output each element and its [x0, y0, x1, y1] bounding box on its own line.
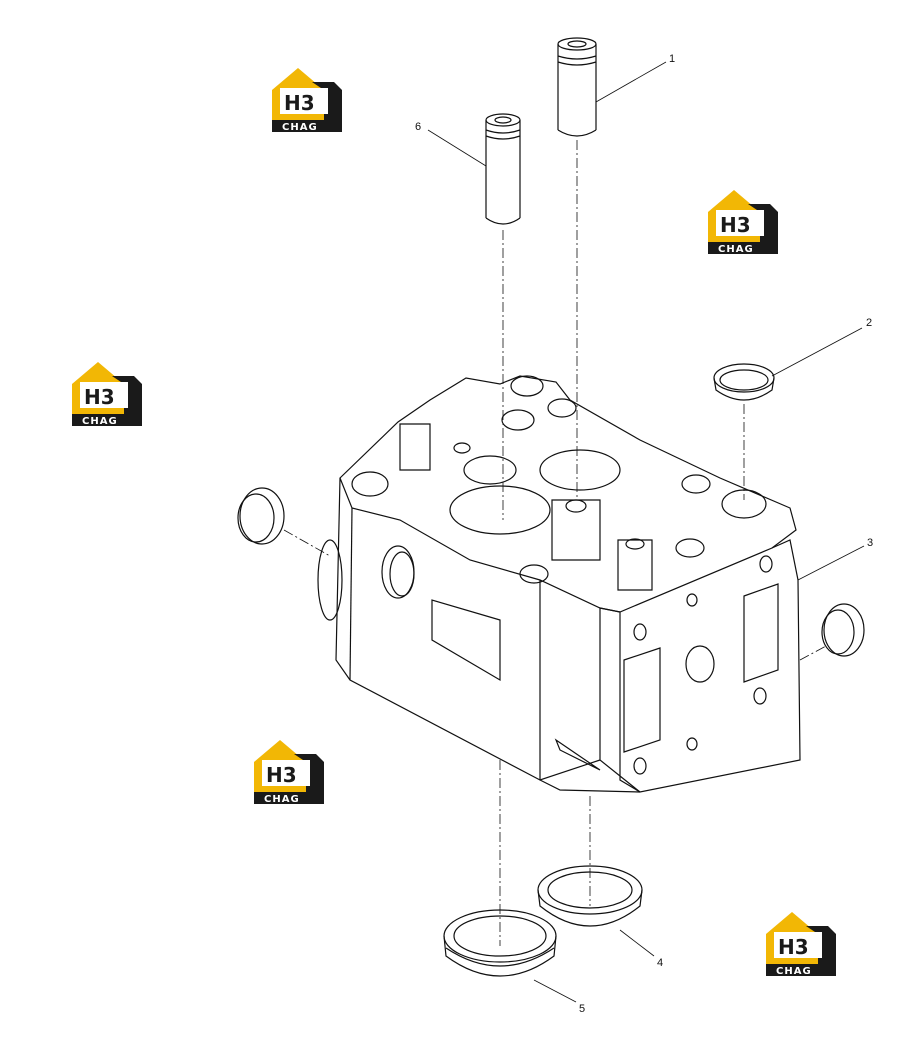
- callout-2: 2: [866, 317, 872, 329]
- part-1-valve-guide: [557, 37, 597, 137]
- leader-lines: [427, 61, 865, 1003]
- callout-1: 1: [669, 53, 675, 65]
- callout-3: 3: [867, 537, 873, 549]
- callout-4: 4: [657, 957, 663, 969]
- part-2-expansion-plug: [713, 363, 775, 401]
- watermark-logo: [708, 190, 778, 255]
- part-6-valve-guide: [485, 113, 521, 225]
- side-plug-left: [237, 487, 285, 545]
- side-plug-right: [821, 603, 865, 657]
- watermark-logo: [766, 912, 836, 977]
- callout-6: 6: [415, 121, 421, 133]
- callout-5: 5: [579, 1003, 585, 1015]
- watermark-logo: [254, 740, 324, 805]
- watermark-logo: [72, 362, 142, 427]
- part-3-cylinder-head: [317, 375, 801, 793]
- watermark-logo: [272, 68, 342, 133]
- centerlines: [283, 140, 827, 946]
